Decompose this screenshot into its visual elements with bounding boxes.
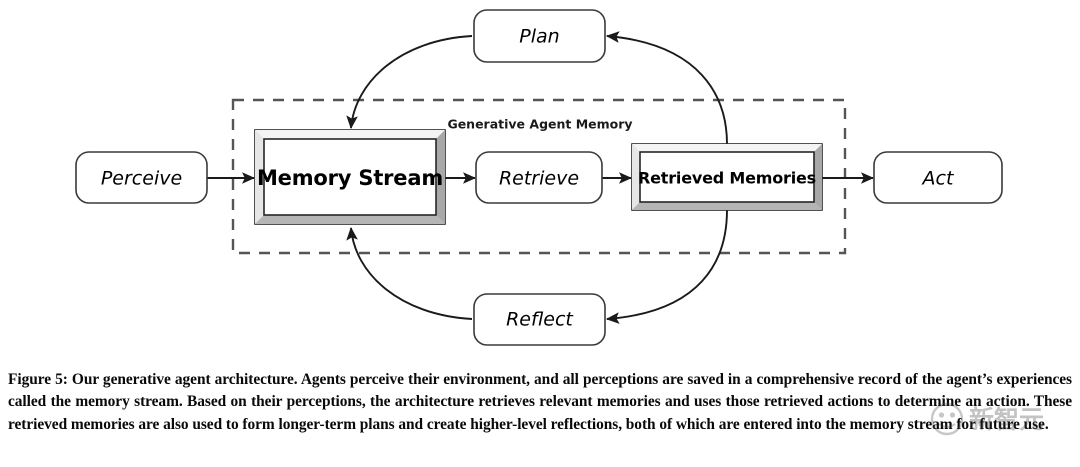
retrieved-memories-label: Retrieved Memories <box>638 169 816 188</box>
retrieved-memories-bevel-right <box>814 144 822 210</box>
node-plan[interactable]: Plan <box>473 9 606 63</box>
memory-stream-inner <box>263 138 437 216</box>
retrieved-memories-inner <box>639 151 815 203</box>
reflect-label: Reflect <box>506 309 574 331</box>
figure-caption: Figure 5: Our generative agent architect… <box>8 369 1072 436</box>
memory-stream-bevel-left <box>255 130 264 224</box>
retrieve-box <box>475 151 603 204</box>
retrieved-memories-bevel-left <box>632 144 640 210</box>
node-perceive[interactable]: Perceive <box>75 151 208 204</box>
edge-plan-to-memory-stream <box>346 35 473 130</box>
memory-stream-bevel-right <box>436 130 445 224</box>
node-retrieved-memories[interactable]: Retrieved Memories <box>631 143 823 211</box>
plan-label: Plan <box>519 26 559 48</box>
edge-retrieved-memories-to-plan <box>605 31 728 145</box>
edge-retrieved-memories-to-reflect <box>605 209 728 324</box>
caption-body: Figure 5: Our generative agent architect… <box>8 371 1072 433</box>
node-reflect[interactable]: Reflect <box>473 293 606 346</box>
act-box <box>873 151 1003 204</box>
plan-box <box>473 9 606 63</box>
retrieve-label: Retrieve <box>499 168 579 190</box>
architecture-diagram: Generative Agent Memory Perceive <box>75 9 1003 346</box>
perceive-box <box>75 151 208 204</box>
node-retrieve[interactable]: Retrieve <box>475 151 603 204</box>
node-memory-stream[interactable]: Memory Stream <box>254 129 446 225</box>
edge-reflect-to-memory-stream <box>346 226 473 320</box>
node-act[interactable]: Act <box>873 151 1003 204</box>
memory-stream-label: Memory Stream <box>257 166 443 190</box>
retrieved-memories-bevel-bottom <box>632 202 822 210</box>
memory-stream-bevel-bottom <box>255 215 445 224</box>
group-label: Generative Agent Memory <box>447 117 632 132</box>
reflect-box <box>473 293 606 346</box>
perceive-label: Perceive <box>101 168 182 190</box>
retrieved-memories-bevel-top <box>632 144 822 152</box>
act-label: Act <box>921 168 955 190</box>
memory-stream-bevel-top <box>255 130 445 139</box>
generative-agent-memory-group <box>231 98 847 255</box>
